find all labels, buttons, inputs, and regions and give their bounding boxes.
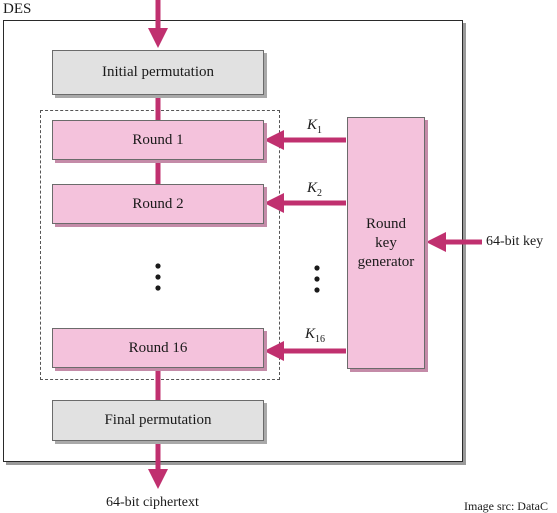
image-source-note: Image src: DataC <box>464 500 548 513</box>
final-permutation-box: Final permutation <box>52 400 264 441</box>
round-16-box: Round 16 <box>52 328 264 368</box>
key-ellipsis-dot <box>314 287 320 293</box>
ciphertext-output-label: 64-bit ciphertext <box>106 495 199 510</box>
round-ellipsis-dot <box>155 263 161 269</box>
key-input-label: 64-bit key <box>486 234 544 249</box>
key-generator-line-3: generator <box>357 253 415 270</box>
key-generator-line-1: Round <box>365 215 406 232</box>
round-2-box: Round 2 <box>52 184 264 224</box>
k1-label: K1 <box>307 117 323 137</box>
round-1-box: Round 1 <box>52 120 264 160</box>
key-ellipsis-dot <box>314 265 320 271</box>
round-key-generator-box: Round key generator <box>347 117 425 369</box>
key-generator-line-2: key <box>375 234 397 251</box>
key-ellipsis-dot <box>314 276 320 282</box>
k2-label: K2 <box>307 180 323 200</box>
initial-permutation-box: Initial permutation <box>52 50 264 95</box>
k16-label: K16 <box>305 326 326 346</box>
round-ellipsis-dot <box>155 274 161 280</box>
round-ellipsis-dot <box>155 285 161 291</box>
des-label: DES <box>3 1 32 17</box>
